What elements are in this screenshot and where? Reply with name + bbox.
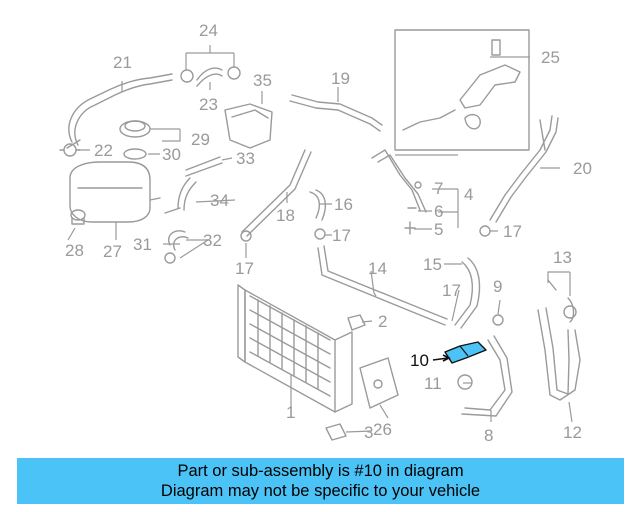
callout-2: 2 (378, 312, 387, 331)
part-1-radiator (237, 284, 353, 413)
callout-1: 1 (286, 403, 295, 422)
part-5-6-fittings (404, 207, 417, 235)
callout-24: 24 (199, 21, 218, 40)
callout-10[interactable]: 10 (410, 351, 429, 370)
part-3-mount (325, 423, 347, 441)
part-20-pipe (489, 115, 559, 223)
part-15-hose (454, 257, 481, 329)
part-10-highlighted[interactable] (444, 341, 487, 364)
callout-13: 13 (553, 248, 572, 267)
callout-27: 27 (103, 242, 122, 261)
part-19-pipe (289, 94, 383, 132)
callout-23: 23 (199, 95, 218, 114)
callout-12: 12 (563, 423, 582, 442)
part-17-clamps (240, 225, 491, 242)
part-8-hose (461, 335, 513, 417)
callout-19: 19 (331, 69, 350, 88)
banner-line-2: Diagram may not be specific to your vehi… (160, 482, 481, 500)
part-34-hose (164, 177, 197, 214)
part-33-hose (185, 156, 223, 177)
callout-5: 5 (434, 220, 443, 239)
callout-15: 15 (423, 255, 442, 274)
part-28-cap (70, 209, 86, 225)
banner-line-1: Part or sub-assembly is #10 in diagram (177, 462, 464, 480)
part-14-pipe (317, 245, 448, 326)
callout-28: 28 (65, 241, 84, 260)
part-35-reservoir (224, 103, 273, 149)
info-banner: Part or sub-assembly is #10 in diagram D… (17, 458, 624, 504)
part-12-13-hoses (537, 279, 581, 401)
callout-4: 4 (464, 185, 473, 204)
callout-20: 20 (573, 159, 592, 178)
part-27-tank (69, 161, 161, 223)
callout-22: 22 (94, 141, 113, 160)
callout-14: 14 (368, 259, 387, 278)
callout-8: 8 (484, 426, 493, 445)
part-4-pipe (371, 149, 427, 213)
part-18-pipe (241, 149, 312, 237)
part-29-cap (119, 120, 151, 138)
part-11-clamp (457, 374, 473, 390)
part-16-hose (309, 189, 327, 221)
callout-6: 6 (434, 202, 443, 221)
callout-17a: 17 (235, 259, 254, 278)
leader-lines (67, 45, 573, 433)
callout-34: 34 (210, 191, 229, 210)
callout-25: 25 (541, 48, 560, 67)
part-21-hose (66, 73, 173, 149)
leader-line-10[interactable] (432, 354, 451, 362)
callout-32: 32 (203, 231, 222, 250)
callout-26: 26 (373, 420, 392, 439)
part-26-bracket (359, 357, 399, 409)
callout-29: 29 (191, 130, 210, 149)
callout-7: 7 (434, 179, 443, 198)
part-9-clamp (492, 314, 504, 326)
callout-17b: 17 (332, 226, 351, 245)
callout-21: 21 (113, 53, 132, 72)
callout-16: 16 (334, 195, 353, 214)
callout-3: 3 (364, 423, 373, 442)
part-25-kit (394, 29, 530, 151)
callout-11: 11 (424, 374, 442, 393)
parts-diagram: 1 2 3 4 5 6 7 8 9 10 11 12 13 14 15 16 1… (59, 21, 592, 445)
callout-18: 18 (276, 206, 295, 225)
callout-33: 33 (236, 149, 255, 168)
callout-9: 9 (493, 277, 502, 296)
part-2-mount (347, 314, 366, 331)
callout-30: 30 (162, 145, 181, 164)
callout-17c: 17 (442, 281, 461, 300)
part-31-32-hose (164, 230, 189, 264)
callout-31: 31 (133, 235, 152, 254)
callout-35: 35 (253, 71, 272, 90)
part-30-seal (123, 148, 147, 160)
callout-17d: 17 (503, 222, 522, 241)
